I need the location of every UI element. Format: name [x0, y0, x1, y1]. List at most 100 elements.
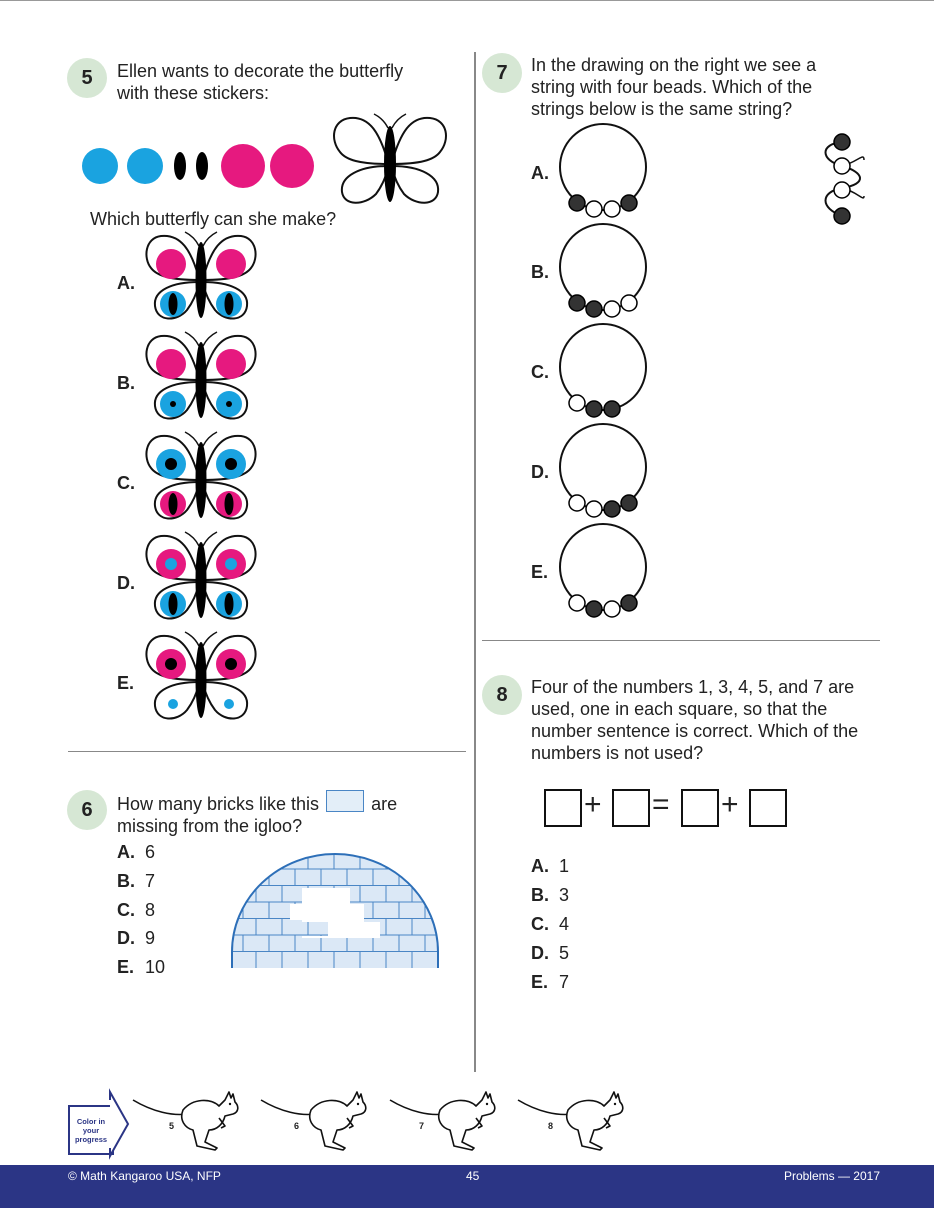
brick-icon — [326, 790, 365, 812]
plain-butterfly-icon — [333, 113, 447, 204]
q6-option-c[interactable]: C.8 — [117, 900, 155, 921]
q7-option-a-label[interactable]: A. — [531, 163, 549, 183]
plus-sign-2: + — [721, 788, 739, 821]
question-number-6: 6 — [67, 790, 107, 830]
q5-option-b-label[interactable]: B. — [117, 373, 135, 393]
q5-separator — [68, 751, 466, 752]
q8-option-d-value: 5 — [559, 943, 570, 963]
q8-option-e[interactable]: E. 7 — [531, 972, 569, 993]
reference-bead-string — [824, 133, 865, 225]
q6-text: How many bricks like this are missing fr… — [117, 790, 397, 837]
q6-option-e[interactable]: E. 10 — [117, 957, 165, 978]
q8-option-b-value: 3 — [559, 885, 570, 905]
q5-option-a-label[interactable]: A. — [117, 273, 135, 293]
q8-option-c[interactable]: C.4 — [531, 914, 569, 935]
q6-option-e-letter: E. — [117, 957, 135, 977]
progress-label-line2: your — [82, 1125, 100, 1135]
q8-option-a[interactable]: A.1 — [531, 856, 569, 877]
progress-label-line3: progress — [74, 1134, 108, 1144]
kangaroo-label-7: 7 — [419, 1121, 425, 1131]
q8-text: Four of the numbers 1, 3, 4, 5, and 7 ar… — [531, 676, 858, 764]
q8-option-b-letter: B. — [531, 885, 549, 905]
q7-text: In the drawing on the right we see a str… — [531, 54, 816, 120]
q6-option-a-letter: A. — [117, 842, 135, 862]
ref-bead-dark-bottom — [833, 207, 851, 225]
answer-square-4[interactable] — [749, 789, 787, 827]
q5-option-c-label[interactable]: C. — [117, 473, 135, 493]
answer-square-1[interactable] — [544, 789, 582, 827]
footer-section: Problems — 2017 — [783, 1169, 880, 1183]
q6-text-after: are — [371, 794, 398, 814]
q8-option-e-value: 7 — [559, 972, 570, 992]
q5-text: Ellen wants to decorate the butterfly wi… — [117, 60, 403, 104]
ref-bead-dark-top — [833, 133, 851, 151]
q5-text-line1: Ellen wants to decorate the butterfly — [117, 61, 404, 81]
column-divider — [474, 52, 476, 1072]
butterfly-option-d — [145, 531, 257, 620]
q6-option-c-letter: C. — [117, 900, 135, 920]
q5-question: Which butterfly can she make? — [90, 209, 337, 229]
kangaroo-icon-6 — [260, 1091, 367, 1151]
sticker-black-1 — [174, 152, 186, 180]
sticker-blue-2 — [127, 148, 163, 184]
q7-option-e-label[interactable]: E. — [531, 562, 549, 582]
q5-option-d-label[interactable]: D. — [117, 573, 135, 593]
bead-string-option-b — [559, 223, 647, 318]
q7-separator — [482, 640, 880, 641]
kangaroo-label-5: 5 — [169, 1121, 175, 1131]
q7-text-line3: strings below is the same string? — [531, 99, 793, 119]
q6-option-b[interactable]: B.7 — [117, 871, 155, 892]
q8-text-line2: used, one in each square, so that the — [531, 699, 828, 719]
q7-option-b-label[interactable]: B. — [531, 262, 549, 282]
q8-text-line1: Four of the numbers 1, 3, 4, 5, and 7 ar… — [531, 677, 855, 697]
top-border — [0, 0, 934, 1]
butterfly-option-b — [145, 331, 257, 420]
sticker-pink-1 — [221, 144, 265, 188]
q5-option-e-label[interactable]: E. — [117, 673, 135, 693]
progress-label-line1: Color in — [76, 1116, 106, 1126]
q8-option-a-value: 1 — [559, 856, 570, 876]
q7-option-c-label[interactable]: C. — [531, 362, 549, 382]
sticker-blue-1 — [82, 148, 118, 184]
q6-option-d-value: 9 — [145, 928, 156, 948]
q8-option-e-letter: E. — [531, 972, 549, 992]
kangaroo-label-6: 6 — [294, 1121, 300, 1131]
q6-option-e-value: 10 — [145, 957, 166, 977]
q8-option-b[interactable]: B. 3 — [531, 885, 569, 906]
butterfly-option-e — [145, 631, 257, 720]
footer-page-number: 45 — [466, 1169, 480, 1183]
q8-text-line4: numbers is not used? — [531, 743, 704, 763]
number-sentence: + = + — [544, 788, 789, 829]
q6-text-before: How many bricks like this — [117, 794, 320, 814]
q6-option-a-value: 6 — [145, 842, 156, 862]
q6-option-b-value: 7 — [145, 871, 156, 891]
q8-option-d[interactable]: D.5 — [531, 943, 569, 964]
answer-square-2[interactable] — [612, 789, 650, 827]
question-number-8: 8 — [482, 675, 522, 715]
q6-option-d[interactable]: D. 9 — [117, 928, 155, 949]
q7-option-d-label[interactable]: D. — [531, 462, 549, 482]
ref-bead-white-1 — [833, 157, 851, 175]
bead-string-option-c — [559, 323, 647, 418]
igloo-icon — [231, 853, 439, 968]
butterfly-option-a — [145, 231, 257, 320]
progress-arrow-icon — [109, 1088, 130, 1160]
bead-string-option-e — [559, 523, 647, 618]
q6-text-line2: missing from the igloo? — [117, 816, 303, 836]
answer-square-3[interactable] — [681, 789, 719, 827]
q6-option-a[interactable]: A. 6 — [117, 842, 155, 863]
equals-sign: = — [652, 788, 670, 821]
q7-text-line2: string with four beads. Which of the — [531, 77, 813, 97]
sticker-black-2 — [196, 152, 208, 180]
kangaroo-icon-5 — [132, 1091, 239, 1151]
question-number-7: 7 — [482, 53, 522, 93]
bead-string-option-d — [559, 423, 647, 518]
q8-option-c-letter: C. — [531, 914, 549, 934]
bead-string-option-a — [559, 123, 647, 218]
q8-text-line3: number sentence is correct. Which of the — [531, 721, 859, 741]
sticker-pink-2 — [270, 144, 314, 188]
q6-option-d-letter: D. — [117, 928, 135, 948]
